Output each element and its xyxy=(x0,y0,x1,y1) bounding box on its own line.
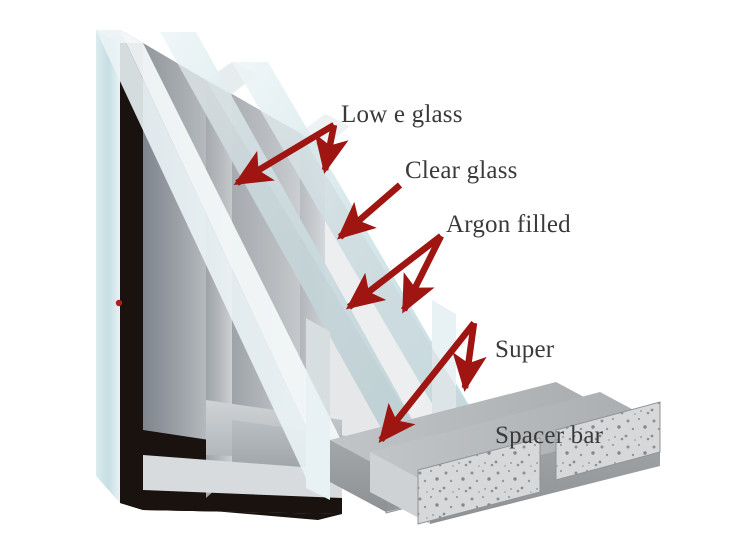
arrow-group-low-e xyxy=(233,122,349,186)
super-spacer-bars xyxy=(330,382,661,525)
glass-sheet-3-cyan xyxy=(232,62,494,448)
sill-white-strip xyxy=(143,455,342,498)
arrow-group-argon xyxy=(345,233,444,314)
cavity-shade-2 xyxy=(206,80,494,455)
spacer-rear-end-speckle xyxy=(555,401,661,481)
arrow-group-clear xyxy=(337,182,403,240)
front-glass-leading-edge xyxy=(96,30,330,478)
arrow-spacer-left xyxy=(378,320,477,444)
spacer-rear-left-face xyxy=(330,440,386,512)
low-e-outer-edge xyxy=(96,30,120,503)
label-super-spacer-line1: Super xyxy=(495,336,555,363)
arrow-group-spacer xyxy=(378,320,487,444)
spacer-front-end-speckle xyxy=(417,437,541,525)
cavity-shade-1 xyxy=(143,43,432,478)
red-reference-dot xyxy=(115,299,123,307)
spacer-front-left-face xyxy=(370,452,430,524)
label-argon-filled: Argon filled xyxy=(446,211,571,238)
glass-sheet-2-cyan xyxy=(160,32,432,455)
front-stile-b xyxy=(432,300,456,440)
label-super-spacer-line2: Spacer bar xyxy=(495,421,604,449)
label-clear-glass: Clear glass xyxy=(405,157,518,184)
label-low-e-glass: Low e glass xyxy=(341,101,463,128)
front-stile-a xyxy=(306,318,330,500)
glass-sheet-1-white xyxy=(120,30,360,478)
low-e-dark-core xyxy=(120,30,143,510)
arrow-argon-left xyxy=(345,233,443,310)
spacer-front-top xyxy=(370,392,660,484)
arrow-spacer-right xyxy=(452,322,487,392)
spacer-end-faces xyxy=(417,401,661,525)
arrow-clear-glass xyxy=(337,182,403,240)
arrow-low-e-right xyxy=(314,124,349,174)
arrow-argon-right xyxy=(401,234,444,314)
frame-bottom-black xyxy=(120,503,342,520)
label-super-spacer-bar: Super Spacer bar xyxy=(495,279,603,507)
